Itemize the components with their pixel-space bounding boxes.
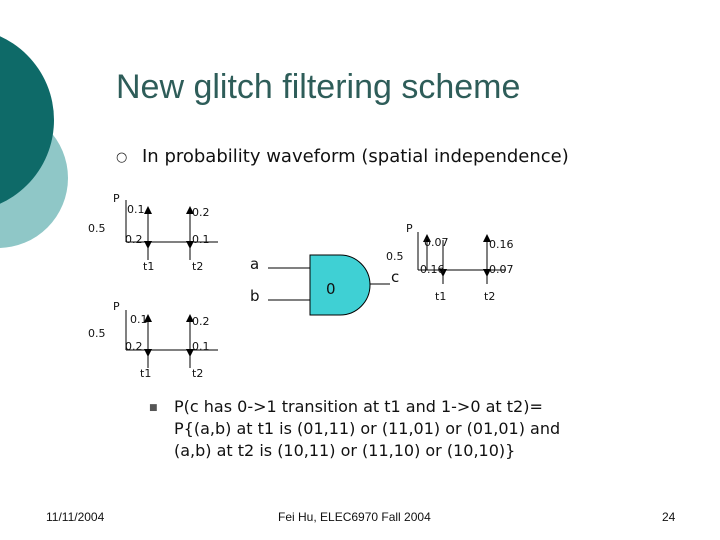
dark-teal-circle [0, 36, 54, 204]
waveform-b-p-label: P [113, 300, 120, 313]
waveform-b-t2-down-value: 0.1 [192, 340, 210, 353]
arrowhead [144, 314, 152, 322]
waveform-b-half-label: 0.5 [88, 327, 106, 340]
bullet-text-2: P(c has 0->1 transition at t1 and 1->0 a… [174, 396, 684, 462]
gate-output-value: 0 [326, 280, 336, 298]
arrowhead [186, 206, 194, 214]
arrowhead [186, 314, 194, 322]
waveform-a-t2-up-value: 0.2 [192, 206, 210, 219]
waveform-c-p-label: P [406, 222, 413, 235]
waveform-b-t1-up-value: 0.1 [130, 313, 148, 326]
decorative-shapes [0, 36, 68, 248]
bullet-text-1: In probability waveform (spatial indepen… [142, 146, 569, 167]
bullet-text-2-line3: (a,b) at t2 is (10,11) or (11,10) or (10… [174, 441, 516, 460]
arrowhead [439, 269, 447, 277]
arrowhead [144, 349, 152, 357]
waveform-a-t1-up-value: 0.1 [127, 203, 145, 216]
waveform-a-half-label: 0.5 [88, 222, 106, 235]
waveform-c-t2-down-value: 0.07 [489, 263, 514, 276]
waveform-c-t1-up-value: 0.07 [424, 236, 449, 249]
gate-input-b-label: b [250, 287, 260, 305]
footer-center: Fei Hu, ELEC6970 Fall 2004 [278, 510, 431, 524]
slide-number: 24 [662, 510, 676, 524]
waveform-a-t2-down-value: 0.1 [192, 233, 210, 246]
waveform-b-t1-down-value: 0.2 [125, 340, 143, 353]
waveform-c-t2-up-value: 0.16 [489, 238, 514, 251]
waveform-c-t2-label: t2 [484, 290, 496, 303]
arrowhead [423, 234, 431, 242]
waveform-a-p-label: P [113, 192, 120, 205]
square-bullet-icon: ■ [149, 403, 158, 413]
slide-title: New glitch filtering scheme [116, 68, 521, 106]
waveform-c-t1-down-value: 0.16 [420, 263, 445, 276]
arrowhead [144, 206, 152, 214]
waveform-b-t2-label: t2 [192, 367, 204, 380]
waveform-b-t2-up-value: 0.2 [192, 315, 210, 328]
circle-bullet-icon: ○ [116, 150, 128, 165]
waveform-c-t1-label: t1 [435, 290, 447, 303]
waveform-a-t1-down-value: 0.2 [125, 233, 143, 246]
bullet-text-2-line2: P{(a,b) at t1 is (01,11) or (11,01) or (… [174, 419, 561, 438]
arrowhead [483, 234, 491, 242]
waveform-a-t1-label: t1 [143, 260, 155, 273]
waveform-b-t1-label: t1 [140, 367, 152, 380]
gate-output-label: c [391, 268, 400, 286]
arrowhead [186, 241, 194, 249]
bullet-text-2-line1: P(c has 0->1 transition at t1 and 1->0 a… [174, 397, 543, 416]
arrowhead [483, 269, 491, 277]
gate-input-a-label: a [250, 255, 260, 273]
arrowhead [144, 241, 152, 249]
waveform-c-half-label: 0.5 [386, 250, 404, 263]
footer-date: 11/11/2004 [46, 510, 105, 524]
arrowhead [186, 349, 194, 357]
and-gate [309, 254, 371, 316]
waveform-a-t2-label: t2 [192, 260, 204, 273]
